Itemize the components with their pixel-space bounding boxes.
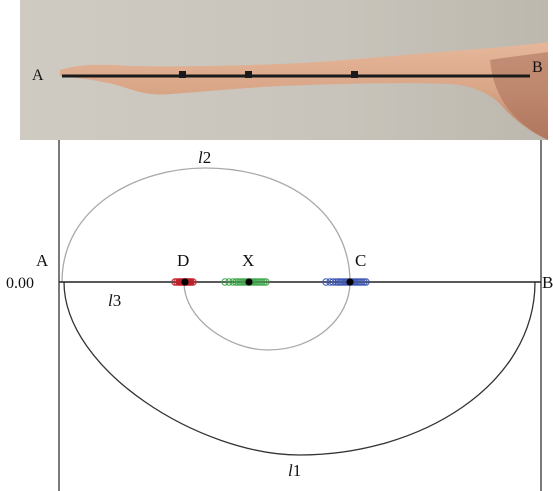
photo-label-a: A [32,67,44,84]
cluster-c-center [346,278,354,286]
cluster-c-point [322,278,330,286]
arm-silhouette [60,42,548,140]
label-l1-index: 1 [293,461,302,480]
photo-marker-2 [245,71,252,78]
cluster-x-point [258,278,266,286]
curve-l1 [63,281,536,456]
label-l2: l2 [198,148,211,167]
cluster-x-center [245,278,253,286]
cluster-d-center [181,278,189,286]
arm-photo-drawing: A B [20,0,548,140]
cluster-c-point [360,278,368,286]
cluster-x [221,278,270,286]
label-a: A [36,251,49,270]
label-l3: l3 [108,291,121,310]
cluster-x-point [221,278,229,286]
cluster-c [322,278,370,286]
cluster-c-point [358,278,366,286]
label-l2-letter: l [198,148,203,167]
photo-marker-1 [179,71,186,78]
cluster-c-point [329,278,337,286]
axis-value-label: 0.00 [6,275,34,292]
point-clusters [171,278,370,286]
photo-marker-3 [351,71,358,78]
label-l3-letter: l [108,291,113,310]
label-c: C [355,251,366,270]
arm-photo: A B [20,0,548,140]
cluster-x-point [262,278,270,286]
photo-label-b: B [532,59,543,76]
cluster-x-point [225,278,233,286]
arm-shadow [490,52,548,140]
cluster-x-point [229,278,237,286]
cluster-d [171,278,197,286]
label-b: B [542,273,553,292]
label-x: X [242,251,254,270]
label-l2-index: 2 [203,148,212,167]
curve-l3 [183,281,351,351]
curve-l2 [61,167,351,283]
cluster-x-point [260,278,268,286]
label-l3-index: 3 [113,291,122,310]
label-l1-letter: l [288,461,293,480]
cluster-c-point [362,278,370,286]
label-d: D [177,251,189,270]
label-l1: l1 [288,461,301,480]
